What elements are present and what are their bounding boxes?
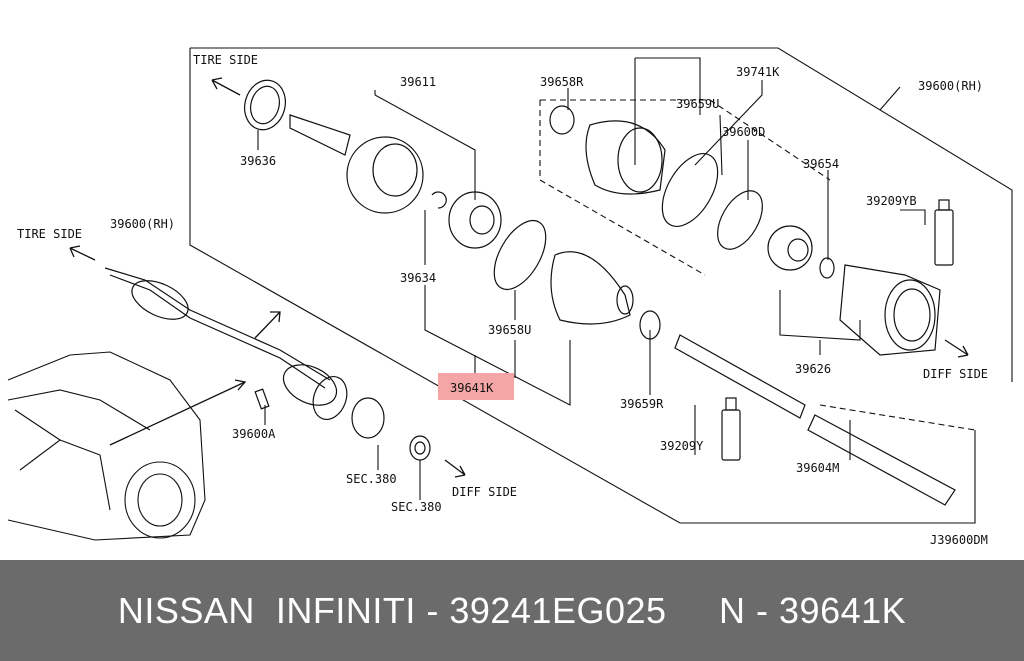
- boot-upper: [585, 120, 666, 195]
- tripod-39654: [767, 225, 813, 271]
- ring-39636: [244, 79, 286, 131]
- grease-39209YB: [934, 209, 954, 266]
- label-39626: 39626: [795, 362, 831, 376]
- label-39658U: 39658U: [488, 323, 531, 337]
- label-39611: 39611: [400, 75, 436, 89]
- outer-joint-39611: [346, 136, 424, 214]
- label-tire-side-top: TIRE SIDE: [193, 53, 258, 67]
- label-39600D: 39600D: [722, 125, 765, 139]
- boot-39641K: [550, 251, 631, 325]
- part-number-banner: NISSAN INFINITI - 39241EG025 N - 39641K: [0, 560, 1024, 661]
- left-shaft: [104, 267, 331, 381]
- label-39600RH-left: 39600(RH): [110, 217, 175, 231]
- diagram-code: J39600DM: [930, 533, 988, 547]
- label-sec380-b: SEC.380: [391, 500, 442, 514]
- banner-text: NISSAN INFINITI - 39241EG025 N - 39641K: [117, 589, 907, 631]
- inner-race: [448, 191, 502, 249]
- diff-side-arrow-right: [944, 339, 969, 358]
- label-diff-side-right: DIFF SIDE: [923, 367, 988, 381]
- parts-diagram: TIRE SIDE TIRE SIDE DIFF SIDE DIFF SIDE …: [7, 47, 1013, 547]
- label-39600RH-top: 39600(RH): [918, 79, 983, 93]
- band-39658U: [493, 220, 547, 290]
- label-sec380-a: SEC.380: [346, 472, 397, 486]
- label-39634: 39634: [400, 271, 436, 285]
- label-39641K: 39641K: [450, 381, 494, 395]
- label-39600A: 39600A: [232, 427, 276, 441]
- car-silhouette: [7, 351, 206, 541]
- label-39604M: 39604M: [796, 461, 839, 475]
- clamp-39659R: [639, 310, 661, 340]
- housing-39626: [839, 264, 941, 356]
- shaft-dashed-frame: [819, 404, 976, 431]
- grease-39209Y: [721, 409, 741, 461]
- outer-joint-shaft: [289, 114, 351, 156]
- shaft-39604M: [674, 334, 806, 419]
- label-diff-side-bottom: DIFF SIDE: [452, 485, 517, 499]
- label-39654: 39654: [803, 157, 839, 171]
- tire-side-arrow-left: [69, 245, 96, 261]
- label-39658R: 39658R: [540, 75, 584, 89]
- tire-side-arrow-top: [211, 77, 241, 96]
- label-39659R: 39659R: [620, 397, 664, 411]
- label-tire-side-left: TIRE SIDE: [17, 227, 82, 241]
- left-flange: [312, 376, 348, 420]
- boot-kit-frame: [539, 99, 831, 276]
- shaft-lower: [807, 414, 956, 506]
- label-39741K: 39741K: [736, 65, 780, 79]
- highlight-box: [438, 373, 514, 400]
- left-outer-boot: [131, 280, 189, 320]
- diagram-canvas: TIRE SIDE TIRE SIDE DIFF SIDE DIFF SIDE …: [7, 47, 1013, 547]
- clip-39658R: [549, 105, 575, 135]
- band-39659U: [661, 153, 719, 227]
- label-39209Y: 39209Y: [660, 439, 704, 453]
- label-39636: 39636: [240, 154, 276, 168]
- label-39659U: 39659U: [676, 97, 719, 111]
- diff-side-arrow-bottom: [444, 459, 466, 478]
- band-39600D: [717, 190, 763, 250]
- frame-outline: [189, 47, 1013, 524]
- label-39209YB: 39209YB: [866, 194, 917, 208]
